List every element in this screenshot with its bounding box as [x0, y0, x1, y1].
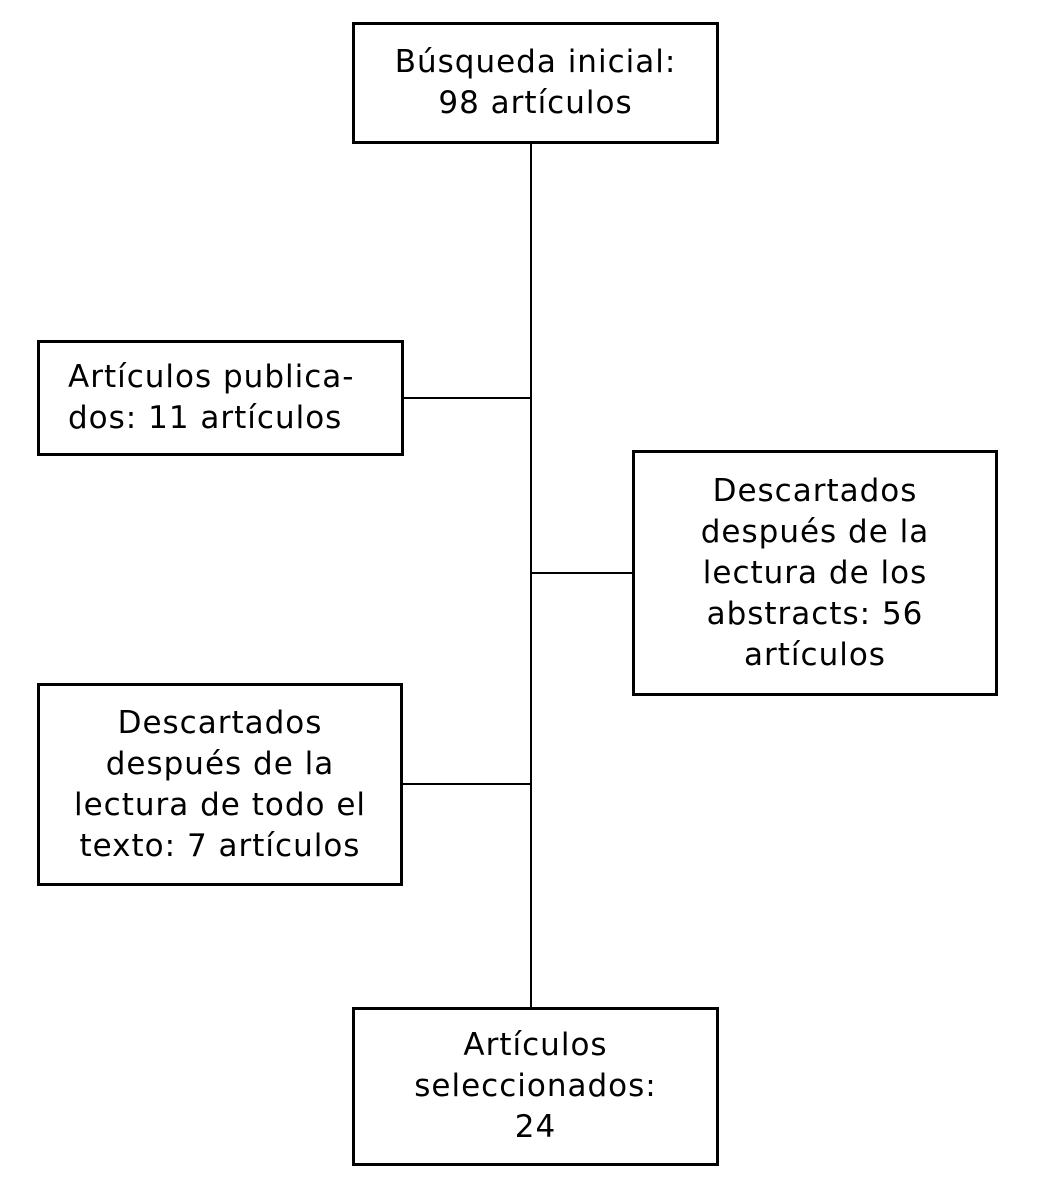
flow-box-initial-search-label: Búsqueda inicial: 98 artículos	[394, 44, 677, 121]
connector-published-line	[402, 397, 531, 399]
flow-box-discarded-after-fulltext-label: Descartados después de la lectura de tod…	[73, 704, 367, 864]
flow-box-articles-selected-label: Artículos seleccionados: 24	[414, 1027, 657, 1145]
flow-box-articles-selected: Artículos seleccionados: 24	[352, 1007, 719, 1166]
flow-box-discarded-after-fulltext: Descartados después de la lectura de tod…	[37, 683, 403, 886]
flow-box-articles-published-label: Artículos publica- dos: 11 artículos	[68, 359, 355, 436]
connector-trunk-vertical-line	[530, 142, 532, 1008]
flow-box-initial-search: Búsqueda inicial: 98 artículos	[352, 22, 719, 144]
connector-discarded-fulltext-line	[402, 783, 531, 785]
flow-box-discarded-after-abstracts-label: Descartados después de la lectura de los…	[700, 472, 930, 673]
connector-discarded-abstracts-line	[531, 572, 633, 574]
flow-box-discarded-after-abstracts: Descartados después de la lectura de los…	[632, 450, 998, 696]
flow-box-articles-published: Artículos publica- dos: 11 artículos	[37, 340, 404, 456]
